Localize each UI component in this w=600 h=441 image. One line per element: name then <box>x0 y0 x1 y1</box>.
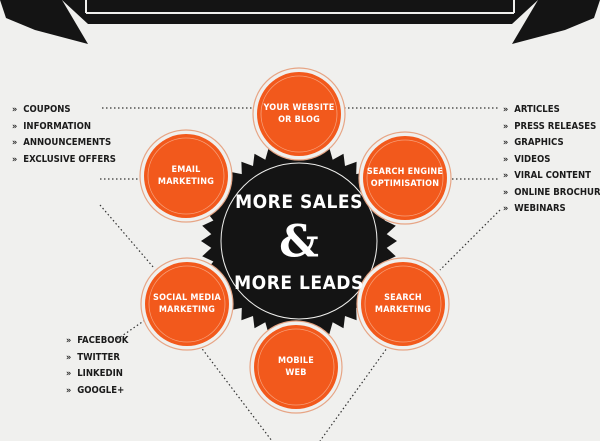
connector-social-lower <box>115 317 149 341</box>
node-label-line: EMAIL <box>171 165 201 175</box>
list-item: »LINKEDIN <box>66 368 123 379</box>
bullet-icon: » <box>66 352 72 363</box>
node-mobile-web <box>249 320 343 414</box>
node-label-line: WEB <box>285 368 307 378</box>
list-item: »INFORMATION <box>12 120 92 132</box>
bullet-icon: » <box>66 336 72 346</box>
bullet-icon: » <box>503 105 509 115</box>
bullet-icon: » <box>66 369 72 379</box>
list-item: »ANNOUNCEMENTS <box>12 137 112 148</box>
node-label-line: YOUR WEBSITE <box>263 103 335 113</box>
node-label-seo: SEARCH ENGINE OPTIMISATION <box>367 166 443 190</box>
bullet-icon: » <box>66 385 72 396</box>
bullet-icon: » <box>503 154 509 165</box>
node-label-search-marketing: SEARCH MARKETING <box>375 292 431 316</box>
node-label-social-media: SOCIAL MEDIA MARKETING <box>153 292 221 316</box>
center-title-line1: MORE SALES <box>235 191 363 213</box>
node-website <box>252 67 346 161</box>
node-label-line: OR BLOG <box>278 115 320 125</box>
node-label-line: OPTIMISATION <box>370 179 440 189</box>
list-item: »COUPONS <box>12 104 71 115</box>
bullet-icon: » <box>12 154 18 165</box>
list-item: »TWITTER <box>66 351 120 363</box>
bullet-icon: » <box>12 121 18 132</box>
list-item: »VIRAL CONTENT <box>503 170 591 181</box>
center-ampersand: & <box>279 216 319 268</box>
list-item: »FACEBOOK <box>66 335 129 346</box>
top-banner <box>0 0 600 44</box>
connectors <box>99 107 501 441</box>
bullet-icon: » <box>503 171 509 181</box>
node-label-line: MARKETING <box>157 177 215 187</box>
list-item: »ARTICLES <box>503 104 560 115</box>
banner-right-ribbon <box>512 0 600 44</box>
node-label-line: SOCIAL MEDIA <box>153 293 221 303</box>
list-content-types: »ARTICLES »PRESS RELEASES »GRAPHICS »VID… <box>503 102 600 218</box>
list-item: »ONLINE BROCHURES <box>503 186 600 198</box>
bullet-icon: » <box>503 138 509 148</box>
bullet-icon: » <box>503 204 509 214</box>
node-label-line: MOBILE <box>277 356 315 366</box>
node-label-website: YOUR WEBSITE OR BLOG <box>264 102 335 126</box>
bullet-icon: » <box>12 138 18 148</box>
node-label-line: MARKETING <box>158 305 216 315</box>
list-item: »PRESS RELEASES <box>503 120 597 132</box>
node-email <box>139 129 233 223</box>
center-title-line2: MORE LEADS <box>234 272 364 294</box>
node-label-line: MARKETING <box>374 305 432 315</box>
list-item: »WEBINARS <box>503 203 566 214</box>
list-email-offers: »COUPONS »INFORMATION »ANNOUNCEMENTS »EX… <box>12 102 116 168</box>
bullet-icon: » <box>12 105 18 115</box>
bullet-icon: » <box>503 187 509 198</box>
banner-left-ribbon <box>0 0 88 44</box>
list-item: »GRAPHICS <box>503 137 564 148</box>
node-label-email: EMAIL MARKETING <box>158 164 214 188</box>
node-label-mobile-web: MOBILE WEB <box>278 355 314 379</box>
connector-search-bottom <box>319 329 401 441</box>
node-seo <box>358 131 452 225</box>
node-label-line: SEARCH ENGINE <box>366 167 444 177</box>
node-label-line: SEARCH <box>384 293 422 303</box>
bullet-icon: » <box>503 121 509 132</box>
list-social-networks: »FACEBOOK »TWITTER »LINKEDIN »GOOGLE+ <box>66 333 128 399</box>
connector-social-upper <box>99 204 155 269</box>
node-search-marketing <box>356 257 450 351</box>
center-badge <box>201 143 397 339</box>
node-social-media <box>140 257 234 351</box>
center-inner-ring <box>220 162 378 320</box>
center-starburst <box>201 143 397 339</box>
list-item: »VIDEOS <box>503 153 551 165</box>
list-item: »EXCLUSIVE OFFERS <box>12 153 116 165</box>
connector-search-upper <box>439 209 501 271</box>
list-item: »GOOGLE+ <box>66 384 125 396</box>
